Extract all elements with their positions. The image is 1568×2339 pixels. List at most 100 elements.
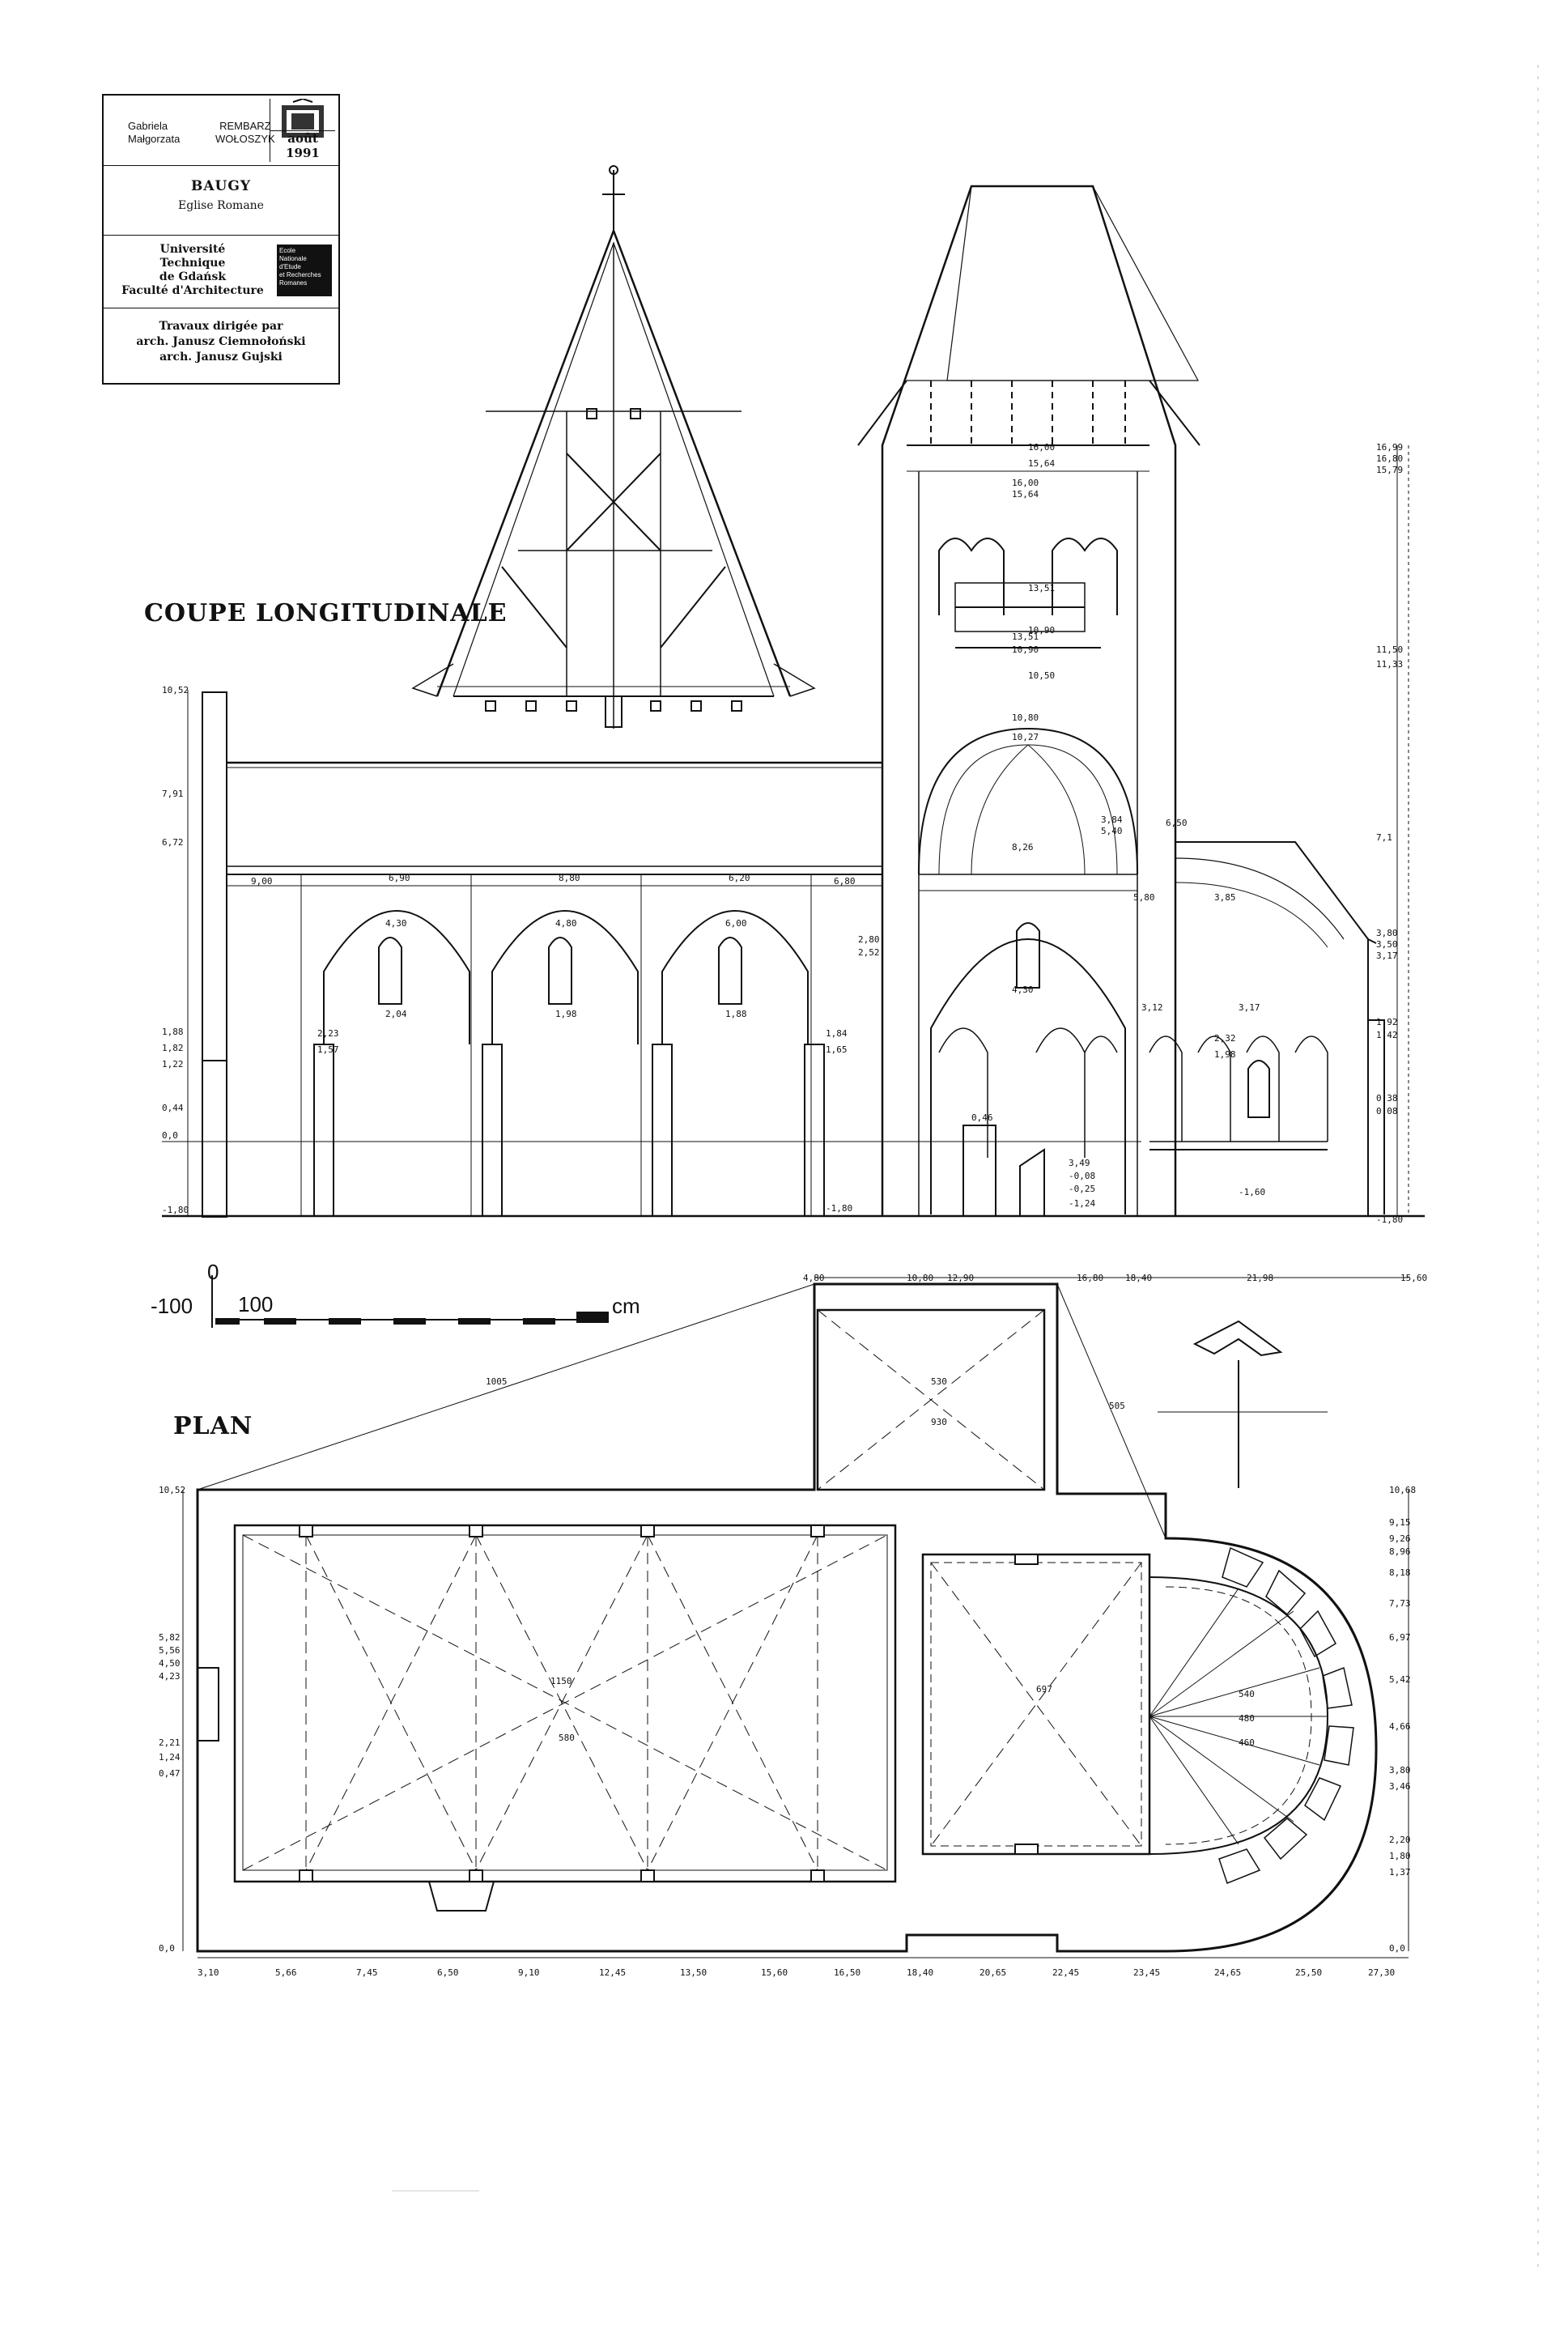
dimension-label: 10,27 (1012, 732, 1039, 742)
dimension-label: 6,20 (729, 873, 750, 883)
school-seal-emblem: août 1991 (270, 97, 335, 162)
dimension-label: 8,18 (1389, 1567, 1411, 1578)
tower-level-label: 16,00 (1028, 442, 1055, 453)
dimension-label: -0,25 (1069, 1184, 1095, 1194)
dimension-label: 7,73 (1389, 1598, 1411, 1609)
level-label: 7,91 (162, 789, 184, 799)
dimension-label: 18,40 (1125, 1273, 1152, 1283)
dimension-label: -1,60 (1239, 1187, 1265, 1197)
level-label: 3,17 (1376, 950, 1398, 961)
title-block-school: Université Technique de Gdańsk Faculté d… (104, 235, 338, 308)
dimension-label: 10,52 (159, 1485, 185, 1495)
level-label: 0,08 (1376, 1106, 1398, 1116)
dimension-label: 12,45 (599, 1967, 626, 1978)
tower-level-label: 10,90 (1028, 625, 1055, 636)
level-label: 3,80 (1376, 928, 1398, 938)
longitudinal-section (162, 165, 1425, 1218)
dimension-label: 13,50 (680, 1967, 707, 1978)
level-label: 11,50 (1376, 644, 1403, 655)
title-block: Gabriela Małgorzata REMBARZ WOŁOSZYK aoû… (102, 94, 340, 385)
dimension-label: 5,80 (1133, 892, 1155, 903)
dimension-label: 0,47 (159, 1768, 181, 1779)
dimension-label: 9,10 (518, 1967, 540, 1978)
dimension-label: 9,00 (251, 876, 273, 887)
dimension-label: 5,66 (275, 1967, 297, 1978)
dimension-label: 3,85 (1214, 892, 1236, 903)
dimension-label: 10,80 (1012, 712, 1039, 723)
scale-bar: -100 0 100 cm (151, 1260, 640, 1328)
dimension-label: 4,23 (159, 1671, 181, 1682)
dimension-label: 1,98 (555, 1009, 577, 1019)
dimension-label: 23,45 (1133, 1967, 1160, 1978)
supervisors: Travaux dirigée par arch. Janusz Ciemnoł… (136, 320, 306, 364)
dimension-label: 10,68 (1389, 1485, 1416, 1495)
dimension-label: 12,90 (947, 1273, 974, 1283)
level-label: 1,88 (162, 1027, 184, 1037)
dimension-label: -1,80 (826, 1203, 852, 1214)
dimension-label: 0,46 (971, 1112, 993, 1123)
floor-plan (182, 1277, 1409, 1958)
dimension-label: 6,50 (1166, 818, 1188, 828)
dimension-label: 10,80 (907, 1273, 933, 1283)
dimension-label: 15,60 (761, 1967, 788, 1978)
dimension-label: 1,88 (725, 1009, 747, 1019)
level-label: 1,42 (1376, 1030, 1398, 1040)
apse-section (1149, 841, 1385, 1216)
level-label: 1,82 (162, 1043, 184, 1053)
scale-unit: cm (612, 1294, 640, 1318)
dimension-label: 2,21 (159, 1737, 181, 1748)
dimension-label: 0,0 (1389, 1943, 1405, 1954)
dimension-label: 4,30 (1012, 985, 1034, 995)
dimension-label: 8,26 (1012, 842, 1034, 853)
dimension-label: 9,26 (1389, 1533, 1411, 1544)
north-arrow-icon (1158, 1320, 1328, 1488)
dimension-label: 6,00 (725, 918, 747, 929)
dimension-label: 9,15 (1389, 1517, 1411, 1528)
dimension-label: 5,42 (1389, 1674, 1411, 1685)
level-label: 1,92 (1376, 1017, 1398, 1027)
partner-school-logo: Ecole Nationale d'Etude et Recherches Ro… (277, 245, 332, 296)
dimension-label: 6,97 (1389, 1632, 1411, 1643)
scale-label-minus: -100 (151, 1294, 193, 1318)
project-name: BAUGY (190, 178, 252, 194)
title-block-direction: Travaux dirigée par arch. Janusz Ciemnoł… (104, 308, 338, 383)
school-name: Université Technique de Gdańsk Faculté d… (121, 243, 264, 297)
level-label: 1,22 (162, 1059, 184, 1070)
dimension-label: 21,98 (1247, 1273, 1273, 1283)
dimension-label: 1,80 (1389, 1851, 1411, 1861)
dimension-label: 3,12 (1141, 1002, 1163, 1013)
section-heading: COUPE LONGITUDINALE (144, 599, 508, 627)
level-label: 7,1 (1376, 832, 1392, 843)
tower-level-label: 13,51 (1028, 583, 1055, 593)
tower-level-label: 15,64 (1028, 458, 1055, 469)
project-subtitle: Eglise Romane (178, 199, 264, 212)
dimension-label: 4,66 (1389, 1721, 1411, 1732)
dimension-label: 1,24 (159, 1752, 181, 1763)
dimension-label: 18,40 (907, 1967, 933, 1978)
dimension-label: 10,90 (1012, 644, 1039, 655)
level-dimension-lines (187, 445, 1409, 1216)
dimension-label: -0,08 (1069, 1171, 1095, 1181)
dimension-label: 2,20 (1389, 1835, 1411, 1845)
author-last-names: REMBARZ WOŁOSZYK (215, 120, 275, 145)
diagonal-label: 540 (1239, 1689, 1255, 1699)
dimension-label: 24,65 (1214, 1967, 1241, 1978)
dimension-label: 1,37 (1389, 1867, 1411, 1878)
dimension-label: 3,17 (1239, 1002, 1260, 1013)
dimension-label: 4,30 (385, 918, 407, 929)
dimension-label: 4,80 (555, 918, 577, 929)
dimension-label: 5,40 (1101, 826, 1123, 836)
dimension-label: 6,50 (437, 1967, 459, 1978)
author-first-names: Gabriela Małgorzata (128, 120, 181, 145)
dimension-label: 2,04 (385, 1009, 407, 1019)
scale-label-100: 100 (238, 1292, 273, 1316)
crest-icon (282, 97, 324, 138)
dimension-label: 5,56 (159, 1645, 181, 1656)
dimension-label: 0,0 (159, 1943, 175, 1954)
dimension-label: 25,50 (1295, 1967, 1322, 1978)
title-block-project: BAUGY Eglise Romane (104, 165, 338, 236)
level-label: 16,80 (1376, 453, 1403, 464)
dimension-label: 2,23 (317, 1028, 339, 1039)
title-block-authors: Gabriela Małgorzata REMBARZ WOŁOSZYK aoû… (104, 96, 338, 166)
